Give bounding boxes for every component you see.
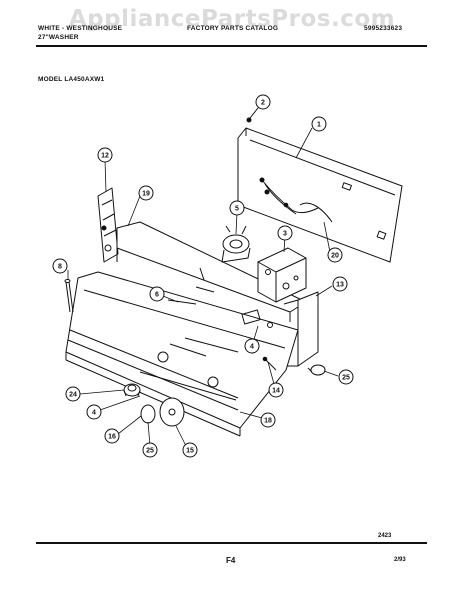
svg-text:18: 18 [264, 418, 272, 425]
right-end-cap [283, 291, 319, 367]
footer-rule [36, 542, 427, 544]
svg-text:4: 4 [250, 344, 254, 351]
svg-text:6: 6 [155, 292, 159, 299]
svg-text:4: 4 [92, 410, 96, 417]
callout-1: 1 [311, 116, 327, 132]
panel-rod [167, 286, 215, 305]
left-rod [64, 279, 74, 313]
timer-motor [221, 225, 251, 263]
dial-parts [140, 397, 185, 427]
switch-block [257, 247, 307, 303]
leader-lines [67, 103, 339, 447]
drawing-number: 2423 [378, 533, 392, 539]
callout-13: 13 [332, 276, 348, 292]
svg-text:16: 16 [108, 434, 116, 441]
catalog-title: FACTORY PARTS CATALOG [187, 25, 279, 32]
callouts: 1 2 3 4 4 5 6 8 12 13 14 15 16 18 19 20 … [52, 94, 354, 458]
callout-3: 3 [277, 225, 293, 241]
rear-panel [237, 127, 403, 263]
callout-4a: 4 [244, 338, 260, 354]
control-panel [65, 271, 299, 437]
small-screw [262, 356, 277, 371]
callout-25a: 25 [142, 442, 158, 458]
callout-19: 19 [138, 185, 154, 201]
callout-8: 8 [52, 258, 68, 274]
watermark: AppliancePartsPros.com [68, 6, 396, 32]
svg-text:20: 20 [331, 253, 339, 260]
header-rule [36, 45, 427, 47]
svg-text:25: 25 [146, 448, 154, 455]
svg-text:12: 12 [101, 153, 109, 160]
callout-12: 12 [97, 147, 113, 163]
svg-text:2: 2 [261, 100, 265, 107]
callout-14: 14 [268, 382, 284, 398]
brand-line-1: WHITE - WESTINGHOUSE [38, 25, 123, 32]
callout-16: 16 [104, 428, 120, 444]
callout-18: 18 [260, 412, 276, 428]
svg-text:13: 13 [336, 282, 344, 289]
knob-part [123, 383, 141, 397]
wire-harness [259, 177, 333, 223]
right-knob [307, 364, 326, 376]
svg-text:15: 15 [186, 448, 194, 455]
callout-6: 6 [149, 286, 165, 302]
catalog-number: 5995233623 [364, 25, 403, 32]
left-bracket [97, 187, 119, 263]
callout-5: 5 [229, 200, 245, 216]
svg-text:14: 14 [272, 388, 280, 395]
figure-label: F4 [226, 556, 236, 565]
svg-text:19: 19 [142, 191, 150, 198]
revision-date: 2/93 [394, 557, 406, 563]
svg-text:3: 3 [283, 231, 287, 238]
callout-20: 20 [327, 247, 343, 263]
callout-2: 2 [255, 94, 271, 110]
callout-25b: 25 [338, 369, 354, 385]
model-label: MODEL LA450AXW1 [38, 76, 105, 83]
screw-part [246, 107, 259, 123]
callout-15: 15 [182, 442, 198, 458]
callout-24: 24 [65, 386, 81, 402]
svg-text:8: 8 [58, 264, 62, 271]
brand-line-2: 27"WASHER [38, 34, 79, 41]
svg-text:1: 1 [317, 122, 321, 129]
svg-text:5: 5 [235, 206, 239, 213]
callout-4b: 4 [86, 404, 102, 420]
svg-text:24: 24 [69, 392, 77, 399]
svg-text:25: 25 [342, 375, 350, 382]
